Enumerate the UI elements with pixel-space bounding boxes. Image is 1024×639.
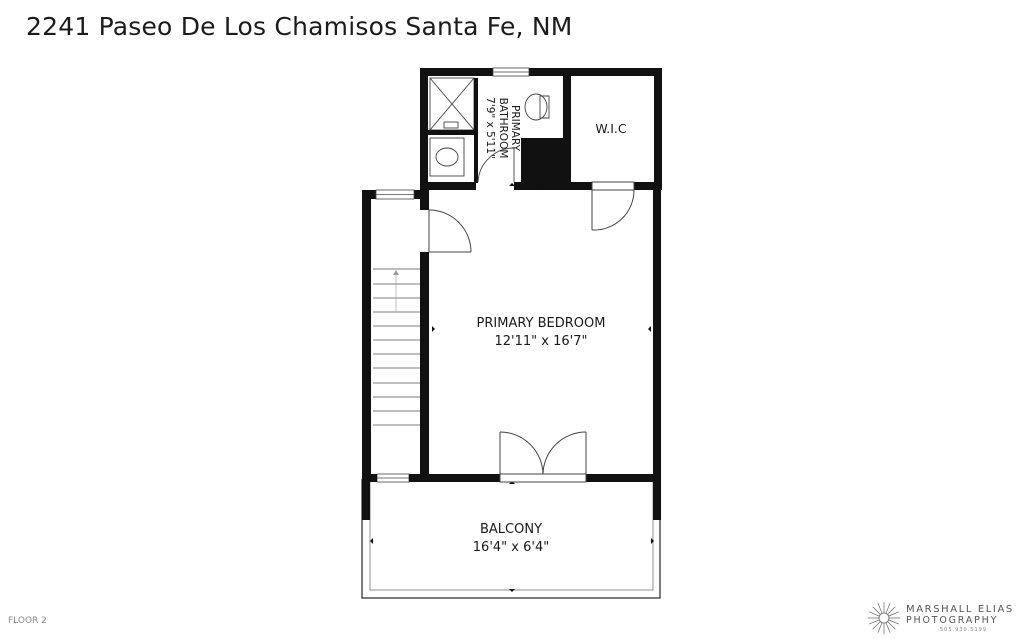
page-title: 2241 Paseo De Los Chamisos Santa Fe, NM [26, 12, 573, 41]
bathroom-fixtures [428, 77, 550, 186]
stairs [362, 189, 420, 483]
bedroom-left-door [428, 209, 472, 253]
bathroom-name-line1: PRIMARY [509, 105, 521, 152]
logo-text-line2: PHOTOGRAPHY [906, 615, 999, 626]
photographer-logo: MARSHALL ELIAS PHOTOGRAPHY 505.930.5199 [866, 598, 1024, 639]
balcony-name: BALCONY [480, 522, 542, 537]
bedroom-dims: 12'11" x 16'7" [495, 334, 588, 349]
bathroom-dims: 7'9" x 5'11" [484, 97, 496, 159]
balcony-double-door [499, 431, 587, 483]
bedroom-walls [362, 182, 661, 482]
logo-phone: 505.930.5199 [940, 627, 987, 633]
bathroom-walls [420, 67, 662, 190]
closet-name: W.I.C [595, 121, 627, 136]
logo-text-line1: MARSHALL ELIAS [906, 604, 1014, 615]
sunburst-icon [868, 602, 900, 634]
balcony-dims: 16'4" x 6'4" [473, 540, 549, 555]
bathroom-name-line2: BATHROOM [497, 98, 509, 159]
floor-label: FLOOR 2 [8, 616, 47, 626]
balcony-area [361, 479, 661, 599]
closet-door [591, 181, 635, 231]
bedroom-name: PRIMARY BEDROOM [477, 316, 606, 331]
